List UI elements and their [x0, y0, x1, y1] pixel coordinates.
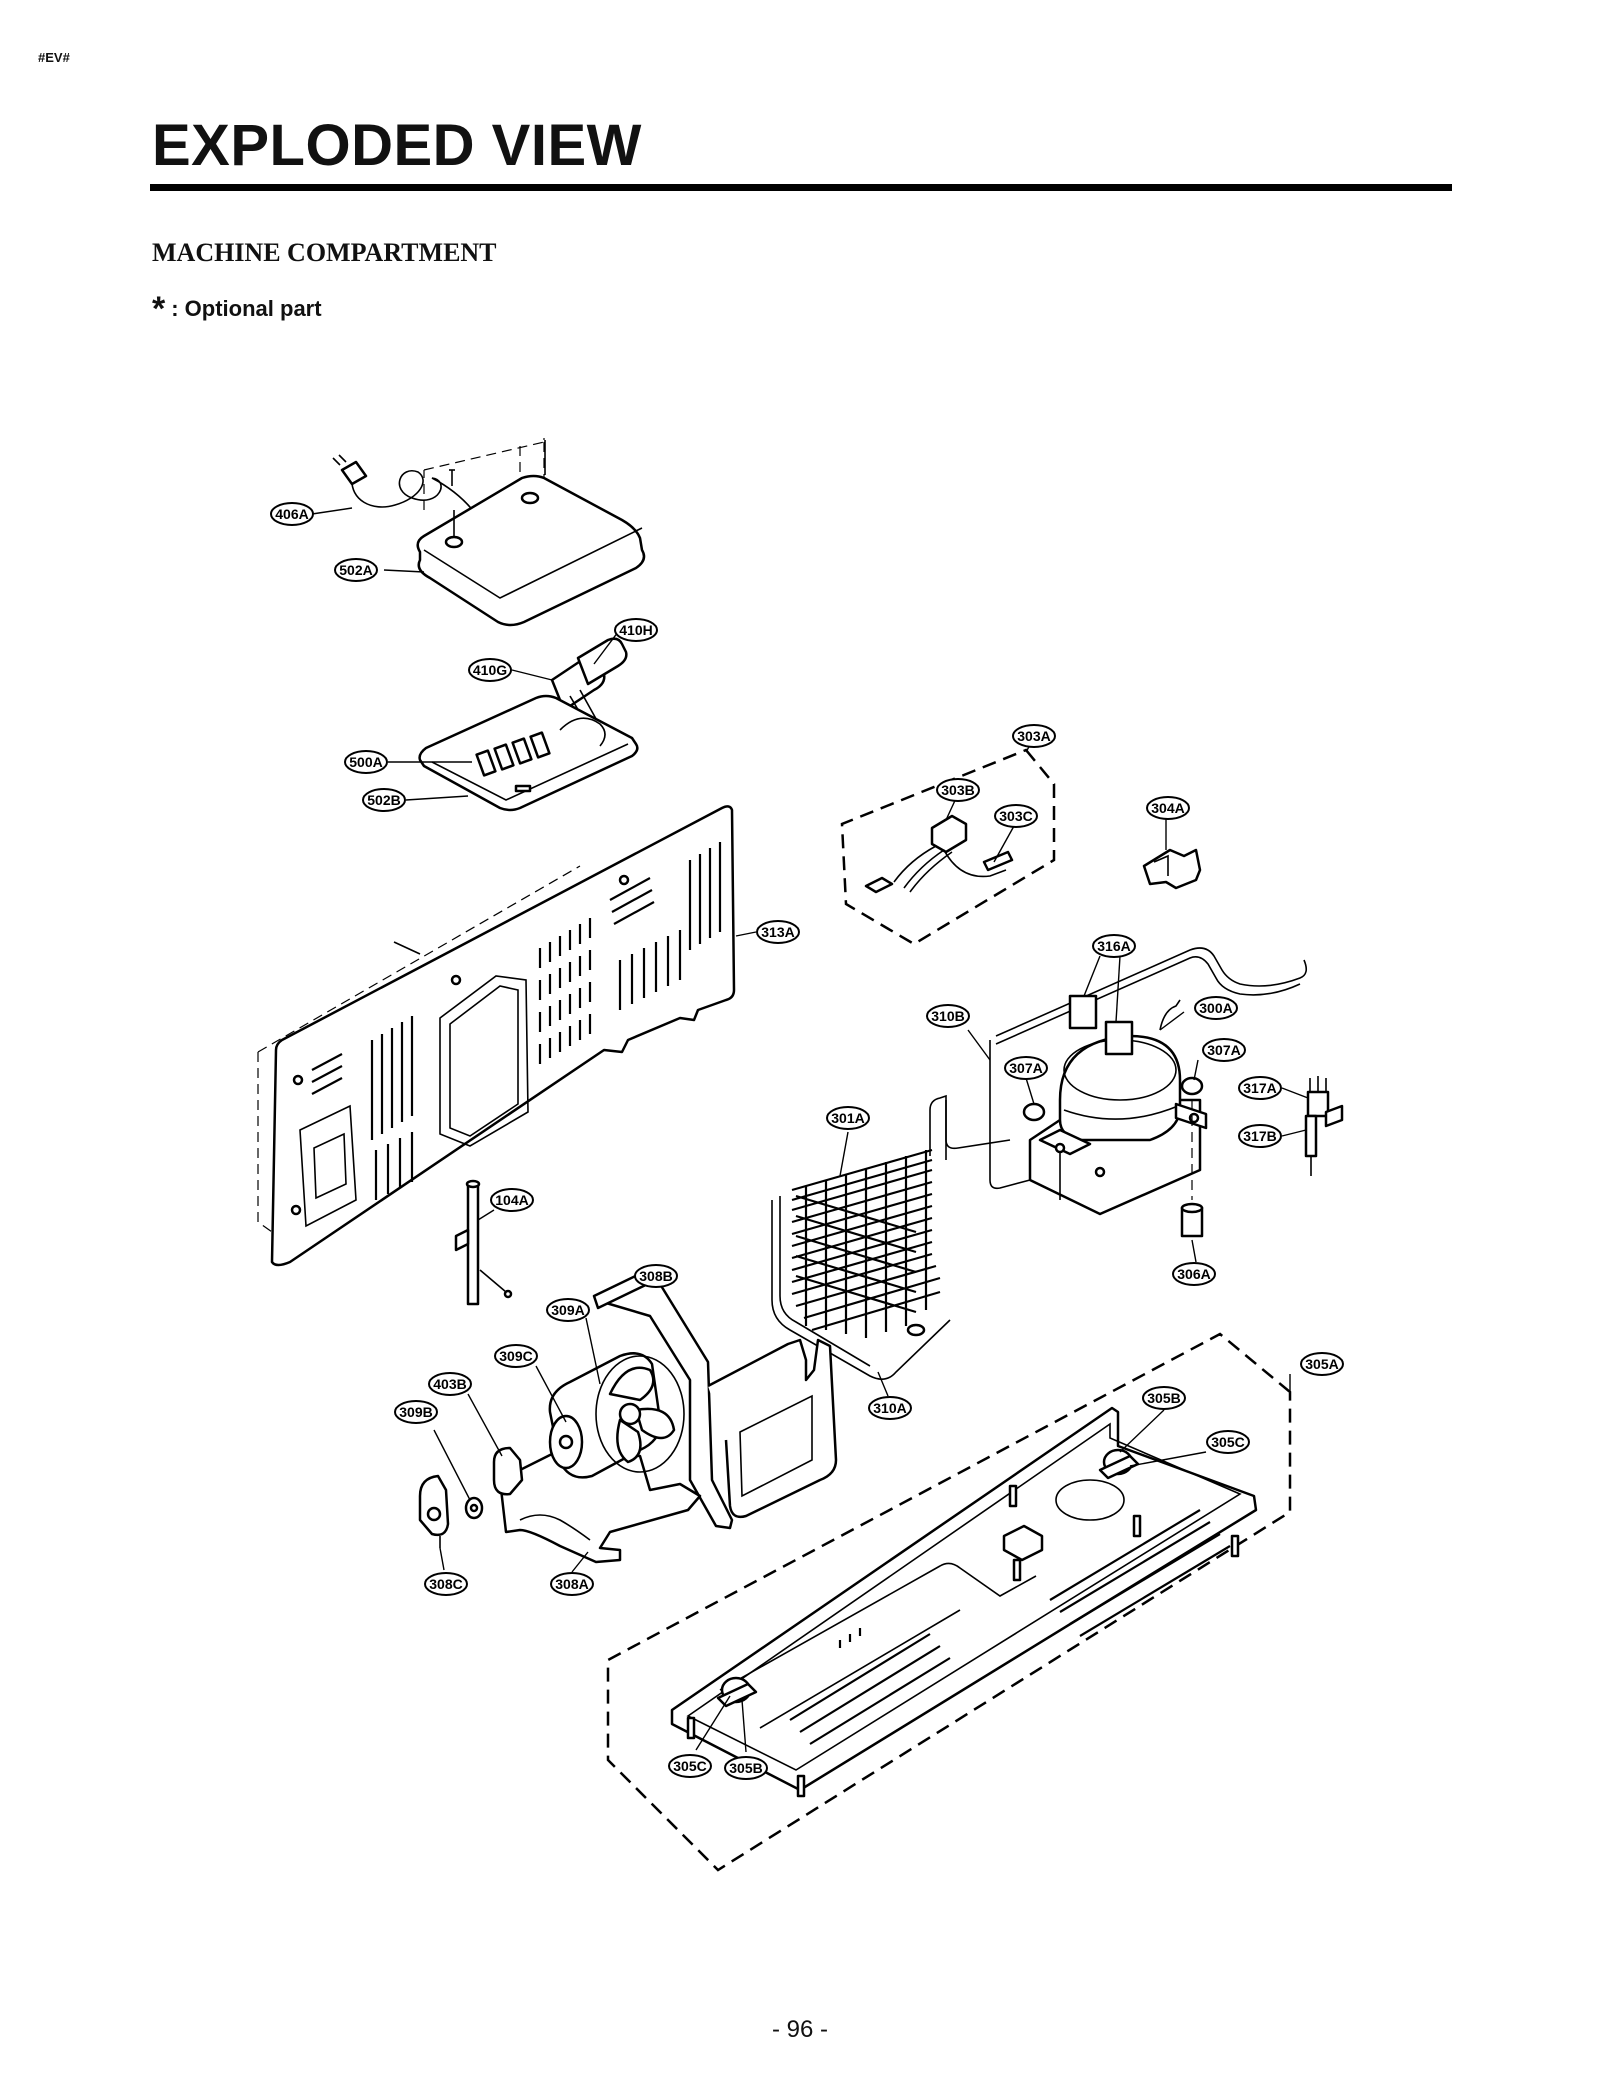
- callout-310B: 310B: [926, 1004, 970, 1028]
- top-cover-drawing: [416, 438, 646, 627]
- callout-502B: 502B: [362, 788, 406, 812]
- optional-text: : Optional part: [171, 296, 322, 321]
- svg-text:308B: 308B: [639, 1268, 672, 1284]
- callout-305C-bottom: 305C: [668, 1754, 712, 1778]
- callout-500A: 500A: [344, 750, 388, 774]
- callout-307A-right: 307A: [1202, 1038, 1246, 1062]
- svg-text:410G: 410G: [473, 662, 507, 678]
- svg-text:309C: 309C: [499, 1348, 532, 1364]
- callout-317A: 317A: [1238, 1076, 1282, 1100]
- svg-text:309B: 309B: [399, 1404, 432, 1420]
- top-roller: [1098, 1448, 1140, 1480]
- callout-309C: 309C: [494, 1344, 538, 1368]
- optional-symbol: *: [152, 290, 166, 328]
- pcb-cover-drawing: [418, 694, 639, 812]
- svg-text:303B: 303B: [941, 782, 974, 798]
- document-tag: #EV#: [38, 50, 70, 65]
- svg-text:317A: 317A: [1243, 1080, 1276, 1096]
- svg-text:310B: 310B: [931, 1008, 964, 1024]
- svg-text:104A: 104A: [495, 1192, 528, 1208]
- svg-text:308C: 308C: [429, 1576, 462, 1592]
- svg-text:305C: 305C: [1211, 1434, 1244, 1450]
- page-number: - 96 -: [771, 2016, 828, 2043]
- callout-104A: 104A: [490, 1188, 534, 1212]
- svg-text:313A: 313A: [761, 924, 794, 940]
- svg-text:500A: 500A: [349, 754, 382, 770]
- svg-text:305A: 305A: [1305, 1356, 1338, 1372]
- svg-text:301A: 301A: [831, 1110, 864, 1126]
- page-title: EXPLODED VIEW: [152, 113, 642, 178]
- svg-text:300A: 300A: [1199, 1000, 1232, 1016]
- callout-307A-left: 307A: [1004, 1056, 1048, 1080]
- svg-text:309A: 309A: [551, 1302, 584, 1318]
- callout-300A: 300A: [1194, 996, 1238, 1020]
- svg-text:305C: 305C: [673, 1758, 706, 1774]
- back-cover-drawing: [257, 805, 736, 1267]
- base-plate-drawing: [606, 1332, 1292, 1872]
- svg-text:303C: 303C: [999, 808, 1032, 824]
- callout-305A: 305A: [1300, 1352, 1344, 1376]
- protector-drawing: [1142, 848, 1202, 890]
- svg-text:304A: 304A: [1151, 800, 1184, 816]
- section-subtitle: MACHINE COMPARTMENT: [152, 238, 497, 267]
- power-cord-drawing: [332, 454, 487, 549]
- title-rule: [150, 184, 1452, 191]
- callout-308B: 308B: [634, 1264, 678, 1288]
- svg-text:305B: 305B: [729, 1760, 762, 1776]
- back-cover-vents-left: [311, 1016, 414, 1200]
- svg-text:310A: 310A: [873, 1400, 906, 1416]
- callout-410H: 410H: [614, 618, 658, 642]
- svg-text:307A: 307A: [1009, 1060, 1042, 1076]
- callout-303A: 303A: [1012, 724, 1056, 748]
- callout-305C-top: 305C: [1206, 1430, 1250, 1454]
- condenser-fins: [791, 1148, 941, 1338]
- harness-drawing: [840, 748, 1056, 946]
- base-plate-vents: [789, 1509, 1231, 1745]
- fan-motor-drawing: [418, 1266, 838, 1564]
- svg-text:305B: 305B: [1147, 1390, 1180, 1406]
- callout-305B-bottom: 305B: [724, 1756, 768, 1780]
- sensor-drawing: [1304, 1076, 1344, 1176]
- callout-309B: 309B: [394, 1400, 438, 1424]
- svg-text:316A: 316A: [1097, 938, 1130, 954]
- callout-308C: 308C: [424, 1572, 468, 1596]
- callout-303B: 303B: [936, 778, 980, 802]
- callout-313A: 313A: [756, 920, 800, 944]
- svg-text:317B: 317B: [1243, 1128, 1276, 1144]
- optional-part-note: *: Optional part: [152, 290, 322, 329]
- leader-lines: [311, 507, 1309, 1753]
- callout-308A: 308A: [550, 1572, 594, 1596]
- callout-316A: 316A: [1092, 934, 1136, 958]
- callout-403B: 403B: [428, 1372, 472, 1396]
- callout-406A: 406A: [270, 502, 314, 526]
- svg-text:502A: 502A: [339, 562, 372, 578]
- svg-text:406A: 406A: [275, 506, 308, 522]
- back-cover-vents-right: [538, 842, 722, 1064]
- svg-text:410H: 410H: [619, 622, 652, 638]
- callout-303C: 303C: [994, 804, 1038, 828]
- svg-text:303A: 303A: [1017, 728, 1050, 744]
- callout-304A: 304A: [1146, 796, 1190, 820]
- condenser-drawing: [771, 1094, 951, 1380]
- svg-text:502B: 502B: [367, 792, 400, 808]
- callout-310A: 310A: [868, 1396, 912, 1420]
- svg-text:308A: 308A: [555, 1576, 588, 1592]
- callout-502A: 502A: [334, 558, 378, 582]
- svg-text:306A: 306A: [1177, 1266, 1210, 1282]
- drain-pipe-drawing: [454, 1179, 513, 1306]
- svg-text:403B: 403B: [433, 1376, 466, 1392]
- callout-317B: 317B: [1238, 1124, 1282, 1148]
- callout-306A: 306A: [1172, 1262, 1216, 1286]
- capacitor-drawing: [550, 637, 628, 731]
- callout-301A: 301A: [826, 1106, 870, 1130]
- callout-410G: 410G: [468, 658, 512, 682]
- callout-305B-top: 305B: [1142, 1386, 1186, 1410]
- svg-text:307A: 307A: [1207, 1042, 1240, 1058]
- callout-309A: 309A: [546, 1298, 590, 1322]
- compressor-drawing: [945, 947, 1308, 1238]
